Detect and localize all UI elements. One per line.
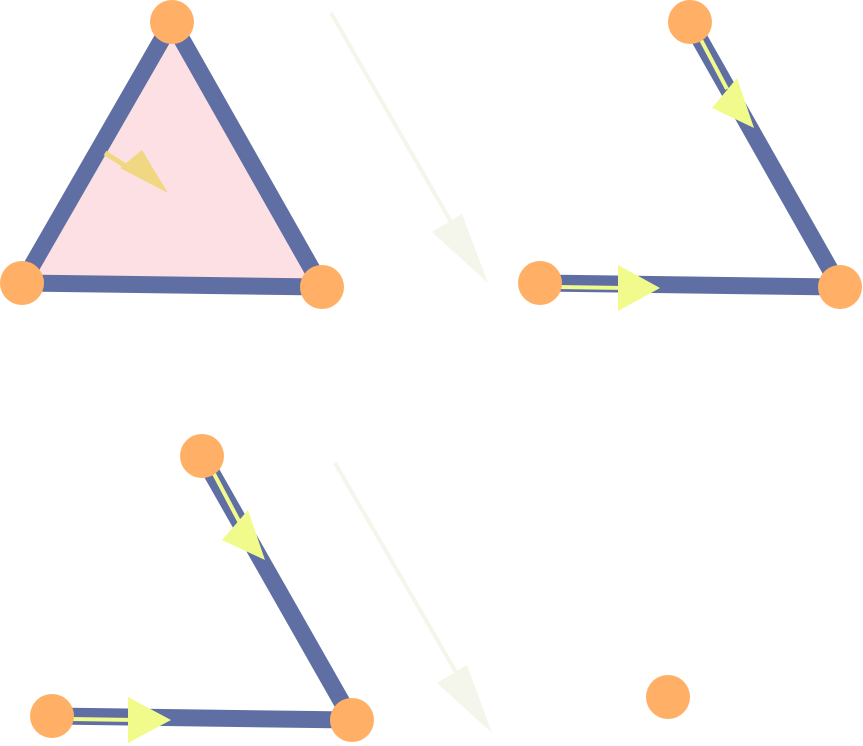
panel-triangle bbox=[0, 0, 344, 309]
edge-arrow-icon bbox=[698, 37, 754, 128]
vertex-top bbox=[150, 0, 194, 44]
vertex-corner bbox=[330, 698, 374, 742]
vertex-top bbox=[668, 0, 712, 44]
orientation-arrow-icon bbox=[103, 150, 168, 193]
triangle-edge-left bbox=[14, 17, 180, 288]
transition-arrow-icon-bottom bbox=[333, 461, 492, 733]
vertex-bottom-left bbox=[0, 261, 44, 305]
path-edge-horizontal bbox=[51, 707, 353, 729]
path-edge-horizontal bbox=[539, 274, 841, 296]
vertex-bottom-right bbox=[300, 265, 344, 309]
transition-arrow-icon-top bbox=[329, 12, 488, 283]
vertex-top bbox=[180, 434, 224, 478]
edge-arrow-icon bbox=[557, 265, 660, 311]
panel-single-point bbox=[646, 675, 690, 719]
edge-arrow-icon bbox=[69, 697, 171, 743]
vertex-left bbox=[518, 261, 562, 305]
triangle-edge-right bbox=[164, 17, 330, 292]
vertex-single bbox=[646, 675, 690, 719]
edge-arrow-icon bbox=[210, 469, 265, 560]
triangle-edge-bottom bbox=[21, 274, 323, 296]
triangle-face bbox=[22, 22, 322, 287]
vertex-left bbox=[30, 694, 74, 738]
panel-open-path-bottom bbox=[30, 434, 374, 743]
vertex-corner bbox=[818, 265, 862, 309]
panel-open-path-top bbox=[518, 0, 862, 311]
